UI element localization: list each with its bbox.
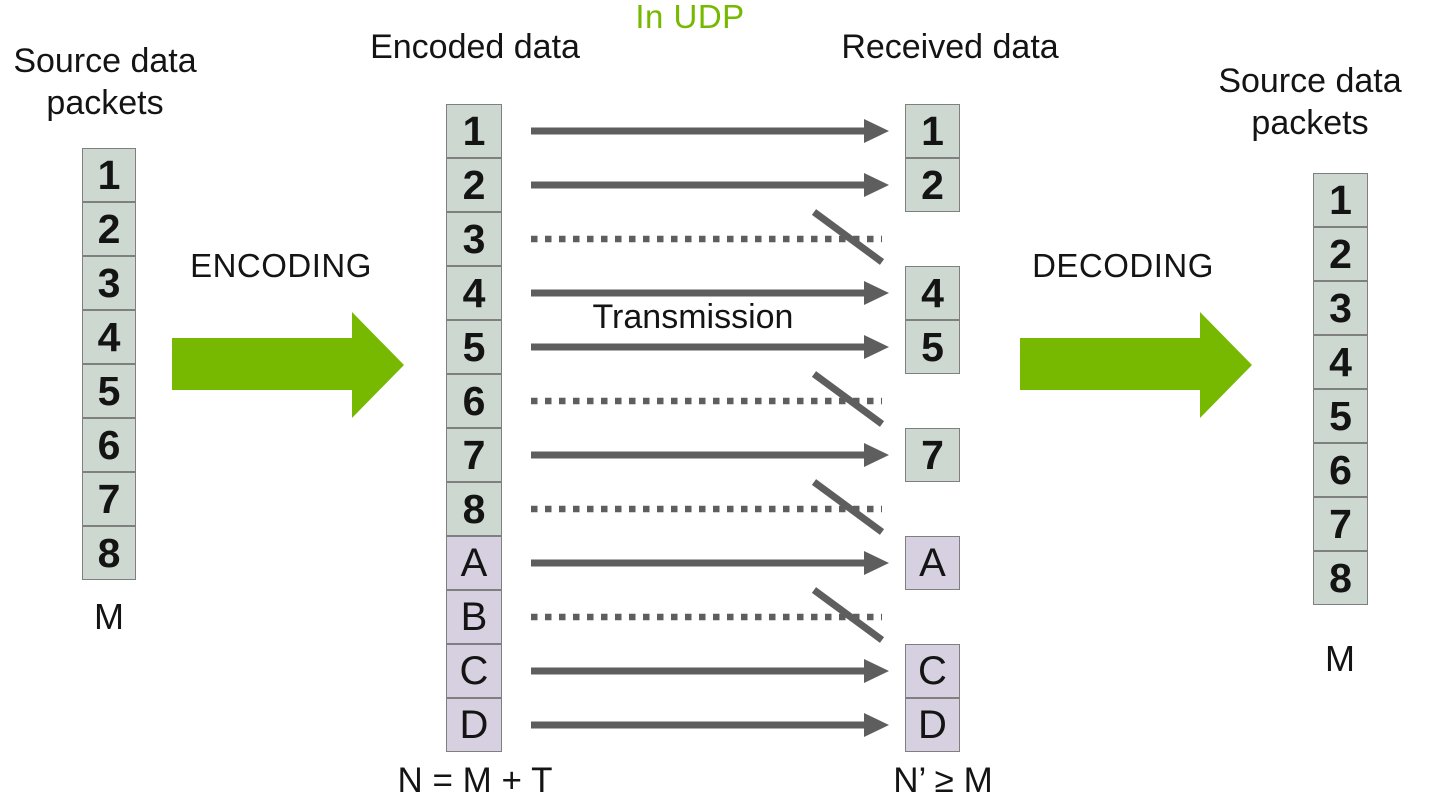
encoded-packet-2: 2 [446, 158, 502, 212]
encoded-packet-C: C [446, 644, 502, 698]
encoded-packet-8: 8 [446, 482, 502, 536]
transmission-arrowhead-C [864, 659, 889, 683]
received-packet-C: C [905, 644, 960, 698]
encoded-packet-5: 5 [446, 320, 502, 374]
decoding-label: DECODING [1032, 247, 1214, 284]
left-source-packet-3: 3 [82, 256, 136, 310]
right-source-title: Source data packets [1190, 60, 1430, 144]
encoding-label: ENCODING [190, 247, 372, 284]
left-source-packet-7: 7 [82, 472, 136, 526]
right-source-packet-6: 6 [1313, 443, 1368, 497]
encoded-packet-1: 1 [446, 104, 502, 158]
loss-slash-8 [811, 479, 885, 535]
left-source-packet-2: 2 [82, 202, 136, 256]
left-source-packet-5: 5 [82, 364, 136, 418]
encoded-packet-B: B [446, 590, 502, 644]
right-source-packet-7: 7 [1313, 497, 1368, 551]
received-packet-5: 5 [905, 320, 960, 374]
left-source-title: Source data packets [0, 40, 225, 124]
right-source-title-line1: Source data [1218, 62, 1402, 100]
decoding-arrow [1020, 312, 1252, 418]
loss-slash-3 [811, 209, 885, 265]
transmission-arrowhead-2 [864, 173, 889, 197]
transmission-arrowhead-7 [864, 443, 889, 467]
left-source-packet-8: 8 [82, 526, 136, 580]
right-source-packet-4: 4 [1313, 335, 1368, 389]
encoded-data-title: Encoded data [370, 28, 580, 66]
loss-slash-6 [811, 371, 885, 427]
left-source-packet-6: 6 [82, 418, 136, 472]
left-source-title-line1: Source data [13, 42, 197, 80]
transmission-arrowhead-D [864, 713, 889, 737]
transmission-arrowhead-A [864, 551, 889, 575]
right-count-label: M [1325, 638, 1355, 679]
received-packet-1: 1 [905, 104, 960, 158]
right-source-packet-2: 2 [1313, 227, 1368, 281]
in-udp-title: In UDP [635, 0, 745, 35]
left-count-label: M [94, 596, 124, 637]
encoded-packet-D: D [446, 698, 502, 752]
received-packet-A: A [905, 536, 960, 590]
right-source-packet-8: 8 [1313, 551, 1368, 605]
left-source-packet-1: 1 [82, 148, 136, 202]
received-packet-D: D [905, 698, 960, 752]
right-source-packet-5: 5 [1313, 389, 1368, 443]
transmission-arrowhead-4 [864, 281, 889, 305]
received-packet-4: 4 [905, 266, 960, 320]
encoding-arrow [172, 312, 404, 418]
transmission-arrowhead-5 [864, 335, 889, 359]
encoded-packet-7: 7 [446, 428, 502, 482]
left-source-title-line2: packets [46, 84, 164, 122]
right-source-title-line2: packets [1251, 104, 1369, 142]
loss-slash-B [811, 587, 885, 643]
encoded-packet-3: 3 [446, 212, 502, 266]
right-source-packet-1: 1 [1313, 173, 1368, 227]
received-data-title: Received data [841, 28, 1059, 66]
received-packet-2: 2 [905, 158, 960, 212]
received-packet-7: 7 [905, 428, 960, 482]
left-source-packet-4: 4 [82, 310, 136, 364]
transmission-label: Transmission [592, 298, 794, 336]
encoded-packet-A: A [446, 536, 502, 590]
encoded-count-formula: N = M + T [397, 761, 553, 800]
encoded-packet-4: 4 [446, 266, 502, 320]
right-source-packet-3: 3 [1313, 281, 1368, 335]
transmission-arrowhead-1 [864, 119, 889, 143]
received-count-formula: N’ ≥ M [893, 761, 993, 800]
encoded-packet-6: 6 [446, 374, 502, 428]
